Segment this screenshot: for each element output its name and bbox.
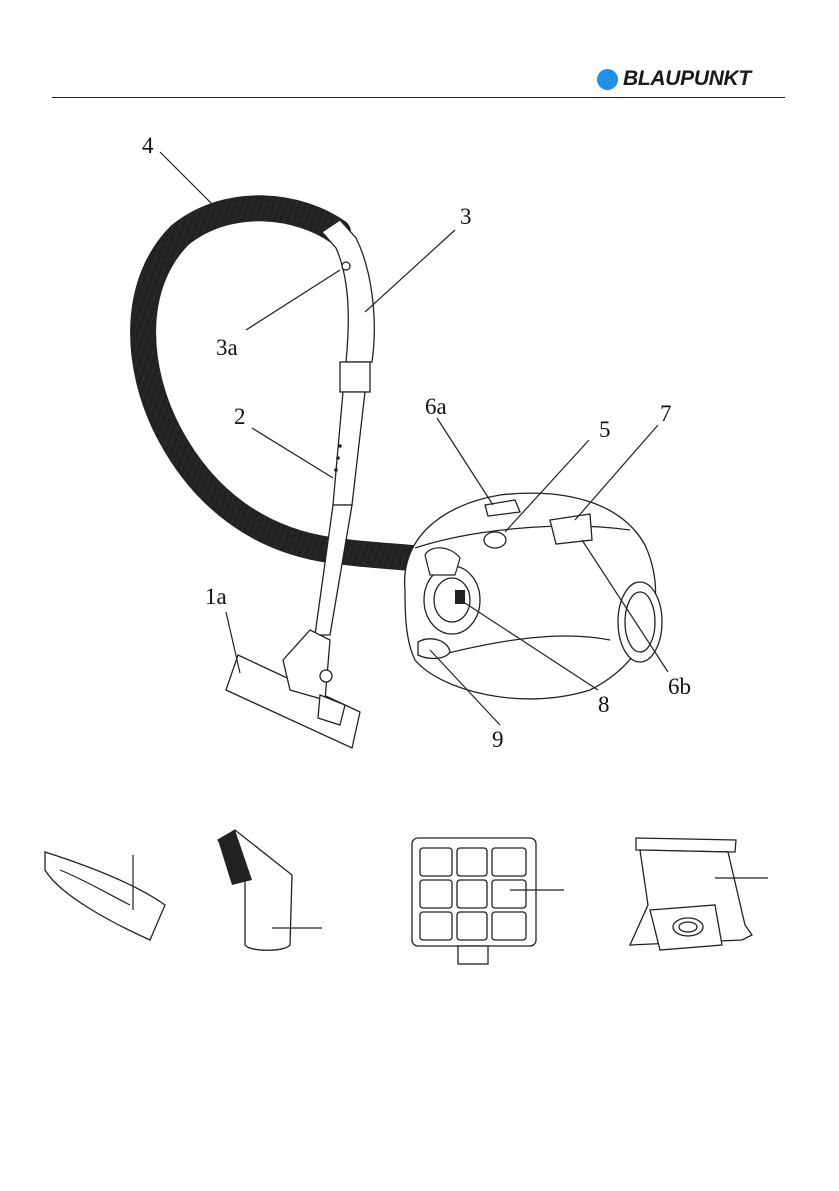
callout-8: 8	[598, 693, 610, 716]
crevice-tool-drawing	[45, 852, 165, 940]
callout-5: 5	[599, 418, 611, 441]
vacuum-body-drawing	[405, 493, 662, 699]
callout-1a: 1a	[205, 585, 227, 608]
handle-and-tube-drawing	[315, 220, 374, 635]
callout-6a: 6a	[425, 395, 447, 418]
callout-3a: 3a	[216, 336, 238, 359]
callout-3: 3	[460, 205, 472, 228]
callout-6b: 6b	[668, 675, 691, 698]
callout-2: 2	[234, 405, 246, 428]
dusting-brush-drawing	[218, 830, 322, 950]
dust-bag-drawing	[630, 838, 768, 950]
hose-drawing	[143, 208, 430, 560]
callout-7: 7	[660, 402, 672, 425]
filter-drawing	[412, 838, 564, 964]
floor-nozzle-drawing	[226, 630, 360, 748]
callout-9: 9	[492, 728, 504, 751]
callout-4: 4	[142, 134, 154, 157]
